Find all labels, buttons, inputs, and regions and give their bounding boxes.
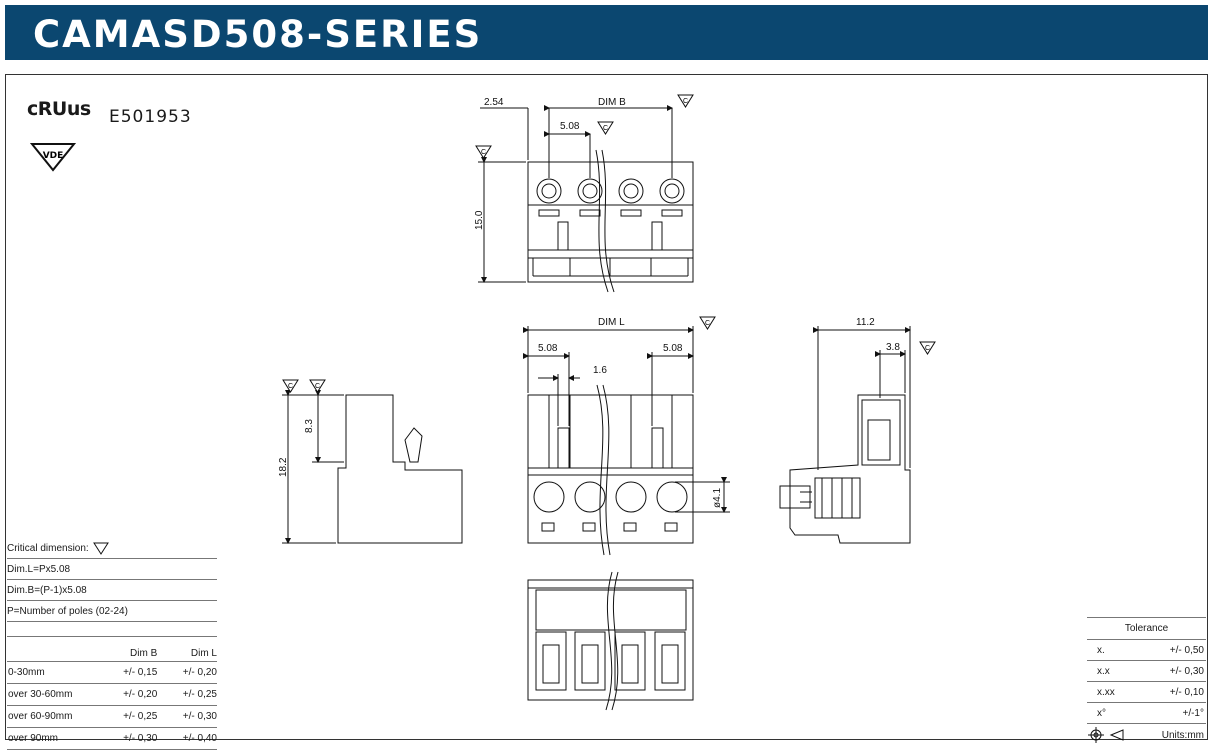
svg-text:ø4.1: ø4.1 — [712, 488, 723, 508]
svg-text:C: C — [315, 383, 320, 390]
svg-text:C: C — [603, 125, 608, 132]
svg-text:DIM L: DIM L — [598, 317, 625, 328]
projection-symbol-icon — [1088, 727, 1124, 743]
dimension-labels: 2.54 DIM B 5.08 15.0 DIM L 5.08 5.08 1.6… — [278, 97, 900, 508]
svg-text:C: C — [705, 320, 710, 327]
table-row: x.+/- 0,50 — [1087, 640, 1206, 661]
ul-logo: cRUus — [27, 98, 91, 120]
svg-text:DIM B: DIM B — [598, 97, 626, 108]
col-dim-l: Dim L — [190, 648, 217, 659]
svg-text:15.0: 15.0 — [474, 210, 485, 230]
vde-logo: VDE — [29, 143, 77, 172]
critical-dimension-row: Critical dimension: — [7, 538, 217, 559]
table-row: over 30-60mm+/- 0,20+/- 0,25 — [7, 684, 217, 706]
svg-text:VDE: VDE — [43, 151, 64, 161]
drawing-frame — [5, 74, 1208, 740]
critical-triangle-icon — [92, 542, 109, 555]
col-dim-b: Dim B — [130, 648, 158, 659]
svg-text:11.2: 11.2 — [856, 317, 875, 328]
svg-text:C: C — [288, 383, 293, 390]
table-row: x.x+/- 0,30 — [1087, 661, 1206, 682]
diml-formula: Dim.L=Px5.08 — [7, 559, 217, 580]
svg-text:C: C — [481, 149, 486, 156]
side-view-left — [282, 390, 463, 544]
svg-text:5.08: 5.08 — [538, 343, 558, 354]
tolerance-header-row: Dim B Dim L — [7, 636, 217, 662]
svg-text:C: C — [683, 98, 688, 105]
page-title: CAMASD508-SERIES — [33, 13, 483, 56]
svg-text:18.2: 18.2 — [278, 457, 289, 477]
dimb-formula: Dim.B=(P-1)x5.08 — [7, 580, 217, 601]
critical-markers: C C C C C C C — [282, 94, 936, 393]
critical-label: Critical dimension: — [7, 542, 89, 554]
svg-text:1.6: 1.6 — [593, 365, 607, 376]
bottom-view — [527, 571, 694, 711]
section-view — [779, 326, 911, 544]
units-label: Units:mm — [1161, 729, 1204, 741]
poles-note: P=Number of poles (02-24) — [7, 601, 217, 622]
table-row: 0-30mm+/- 0,15+/- 0,20 — [7, 662, 217, 684]
general-tolerance-table: Tolerance x.+/- 0,50 x.x+/- 0,30 x.xx+/-… — [1087, 617, 1206, 746]
front-view — [523, 326, 730, 556]
svg-text:5.08: 5.08 — [560, 121, 580, 132]
legend-table: Critical dimension: Dim.L=Px5.08 Dim.B=(… — [7, 538, 217, 750]
top-view — [478, 105, 694, 293]
ul-file-number: E501953 — [109, 107, 192, 127]
svg-text:5.08: 5.08 — [663, 343, 683, 354]
svg-text:C: C — [925, 345, 930, 352]
tolerance-title: Tolerance — [1087, 617, 1206, 640]
svg-text:2.54: 2.54 — [484, 97, 504, 108]
title-bar: CAMASD508-SERIES — [5, 5, 1208, 60]
units-row: Units:mm — [1087, 724, 1206, 746]
svg-text:3.8: 3.8 — [886, 342, 900, 353]
table-row: x.xx+/- 0,10 — [1087, 682, 1206, 703]
table-row: x°+/-1° — [1087, 703, 1206, 724]
svg-text:8.3: 8.3 — [304, 419, 315, 433]
table-row: over 60-90mm+/- 0,25+/- 0,30 — [7, 706, 217, 728]
table-row: over 90mm+/- 0,30+/- 0,40 — [7, 728, 217, 750]
